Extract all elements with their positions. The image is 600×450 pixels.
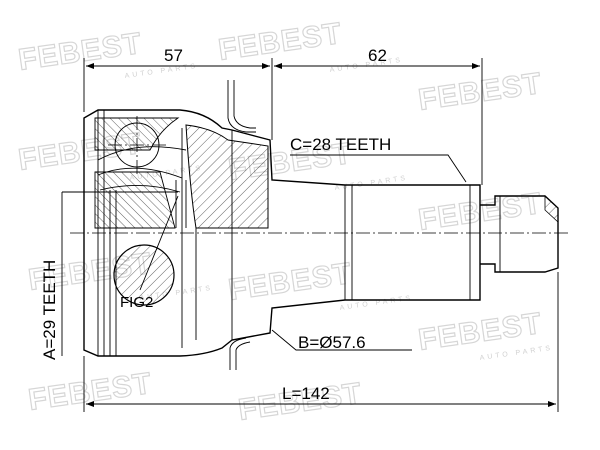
dim-right-label: 62: [368, 46, 387, 65]
spline-shaft: [344, 185, 559, 300]
watermark-brand-10: FEBEST: [26, 367, 154, 417]
watermark-brand-2: FEBEST: [216, 17, 344, 67]
watermark-brand-1: FEBEST: [16, 27, 144, 77]
length-l-label: L=142: [282, 384, 330, 403]
joint-housing: [83, 109, 481, 357]
spline-a-callout: A=29 TEETH: [40, 191, 178, 360]
dim-left-label: 57: [164, 46, 183, 65]
watermark-sub-6: AUTO PARTS: [339, 295, 413, 312]
fig-label: FIG2: [120, 294, 153, 311]
watermark-sub-7: AUTO PARTS: [479, 345, 553, 362]
fig-callout: FIG2: [120, 195, 179, 311]
diameter-b-callout: B=Ø57.6: [271, 329, 412, 352]
seal-plate: [227, 80, 256, 370]
spline-c-callout: C=28 TEETH: [290, 135, 467, 183]
watermark-brand-3: FEBEST: [416, 67, 544, 117]
watermark-brand-8: FEBEST: [226, 257, 354, 307]
length-dimension: L=142: [83, 272, 559, 412]
watermark-sub-2: AUTO PARTS: [329, 57, 403, 74]
top-dimensions: 57 62: [83, 46, 483, 185]
diameter-b-label: B=Ø57.6: [298, 333, 366, 352]
spline-c-label: C=28 TEETH: [290, 135, 391, 154]
watermark-sub-1: AUTO PARTS: [124, 63, 198, 80]
spline-a-label: A=29 TEETH: [40, 260, 59, 360]
